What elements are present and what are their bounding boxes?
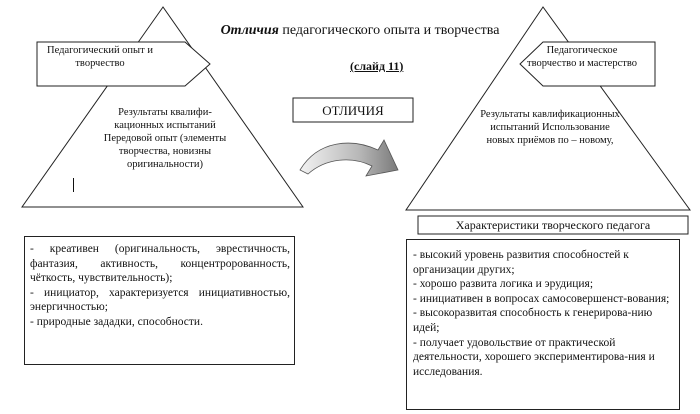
left-arrow-label: Педагогический опыт и творчество	[47, 45, 153, 69]
right-triangle-text: Результаты кавлификационных испытаний Ис…	[480, 109, 620, 146]
title-rest: педагогического опыта и творчества	[278, 23, 500, 38]
traits-title: Характеристики творческого педагога	[455, 218, 651, 232]
right-triangle	[405, 6, 691, 211]
right-arrow-shape	[519, 41, 656, 87]
differences-box	[292, 97, 414, 123]
left-arrow-shape	[36, 41, 211, 87]
traits-title-box	[417, 215, 689, 235]
text-cursor-mark	[73, 178, 74, 192]
page-title: Отличия педагогического опыта и творчест…	[150, 23, 570, 39]
list-item: - высокоразвитая способность к генериров…	[413, 307, 653, 334]
curved-arrow	[299, 139, 399, 177]
list-item: - высокий уровень развития способностей …	[413, 249, 629, 276]
left-triangle-text: Результаты квалифи-кационных испытаний П…	[103, 107, 227, 170]
differences-label: ОТЛИЧИЯ	[322, 103, 384, 118]
right-traits-box: - высокий уровень развития способностей …	[406, 239, 680, 410]
title-emphasis: Отличия	[220, 23, 279, 38]
list-item: - хорошо развита логика и эрудиция;	[413, 278, 594, 291]
list-item: - природные зададки, способности.	[30, 315, 203, 328]
list-item: - креативен (оригинальность, эврестичнос…	[30, 243, 290, 285]
list-item: - инициатор, характеризуется инициативно…	[30, 286, 290, 314]
left-traits-box: - креативен (оригинальность, эврестичнос…	[24, 236, 295, 365]
list-item: - получает удовольствие от практической …	[413, 336, 655, 378]
slide-label: (слайд 11)	[350, 59, 404, 73]
list-item: - инициативен в вопросах самосовершенст-…	[413, 292, 670, 305]
left-triangle	[21, 6, 304, 208]
right-arrow-label: Педагогическое творчество и мастерство	[527, 45, 637, 69]
